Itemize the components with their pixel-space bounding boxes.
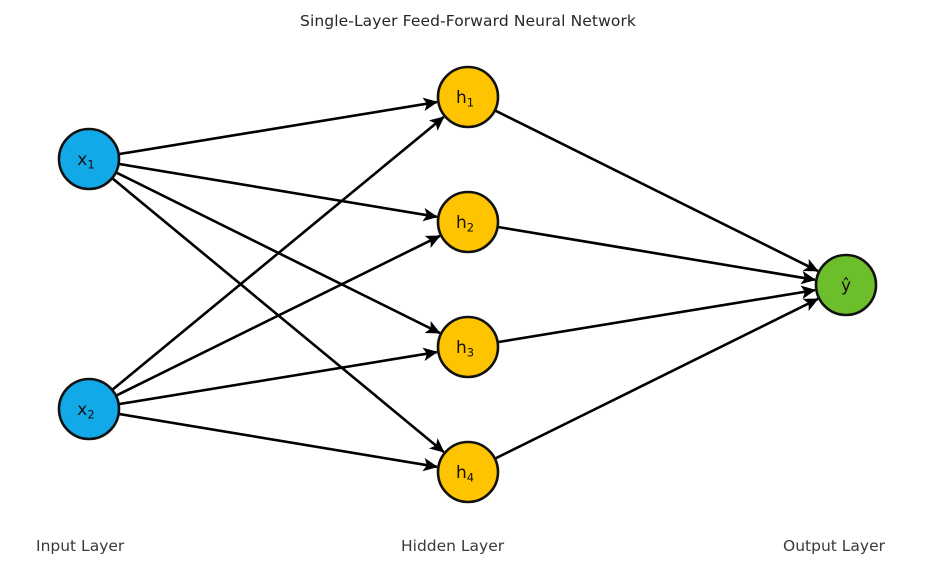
node-h3[interactable]: h3 xyxy=(436,315,500,379)
layer-caption-input: Input Layer xyxy=(36,537,125,555)
edge-x1-to-h2 xyxy=(119,162,438,222)
node-h2[interactable]: h2 xyxy=(436,190,500,254)
edge-h1-to-yhat xyxy=(495,109,819,273)
layer-caption-output: Output Layer xyxy=(783,537,885,555)
edge-x2-to-h1 xyxy=(112,116,445,391)
edges-group xyxy=(112,97,819,472)
node-x2[interactable]: x2 xyxy=(57,377,121,441)
edge-h2-to-yhat xyxy=(498,225,816,285)
nodes-group: x1 x2 h1 h2 h3 h4 ŷ xyxy=(57,65,878,504)
edge-x2-to-h3 xyxy=(119,347,438,406)
node-x1[interactable]: x1 xyxy=(57,127,121,191)
node-h1[interactable]: h1 xyxy=(436,65,500,129)
edge-h4-to-yhat xyxy=(495,297,819,460)
edge-x2-to-h2 xyxy=(116,234,441,397)
page-title: Single-Layer Feed-Forward Neural Network xyxy=(300,12,636,30)
node-yhat[interactable]: ŷ xyxy=(814,253,878,317)
node-circle-h2[interactable] xyxy=(436,190,500,254)
node-circle-x1[interactable] xyxy=(57,127,121,191)
layer-caption-hidden: Hidden Layer xyxy=(401,537,505,555)
node-circle-x2[interactable] xyxy=(57,377,121,441)
node-circle-h4[interactable] xyxy=(436,440,500,504)
node-label-yhat: ŷ xyxy=(841,276,851,296)
node-h4[interactable]: h4 xyxy=(436,440,500,504)
edge-h3-to-yhat xyxy=(498,285,816,344)
edge-x2-to-h4 xyxy=(119,412,438,472)
edge-x1-to-h1 xyxy=(119,97,438,156)
node-circle-h3[interactable] xyxy=(436,315,500,379)
node-circle-yhat[interactable] xyxy=(814,253,878,317)
node-circle-h1[interactable] xyxy=(436,65,500,129)
